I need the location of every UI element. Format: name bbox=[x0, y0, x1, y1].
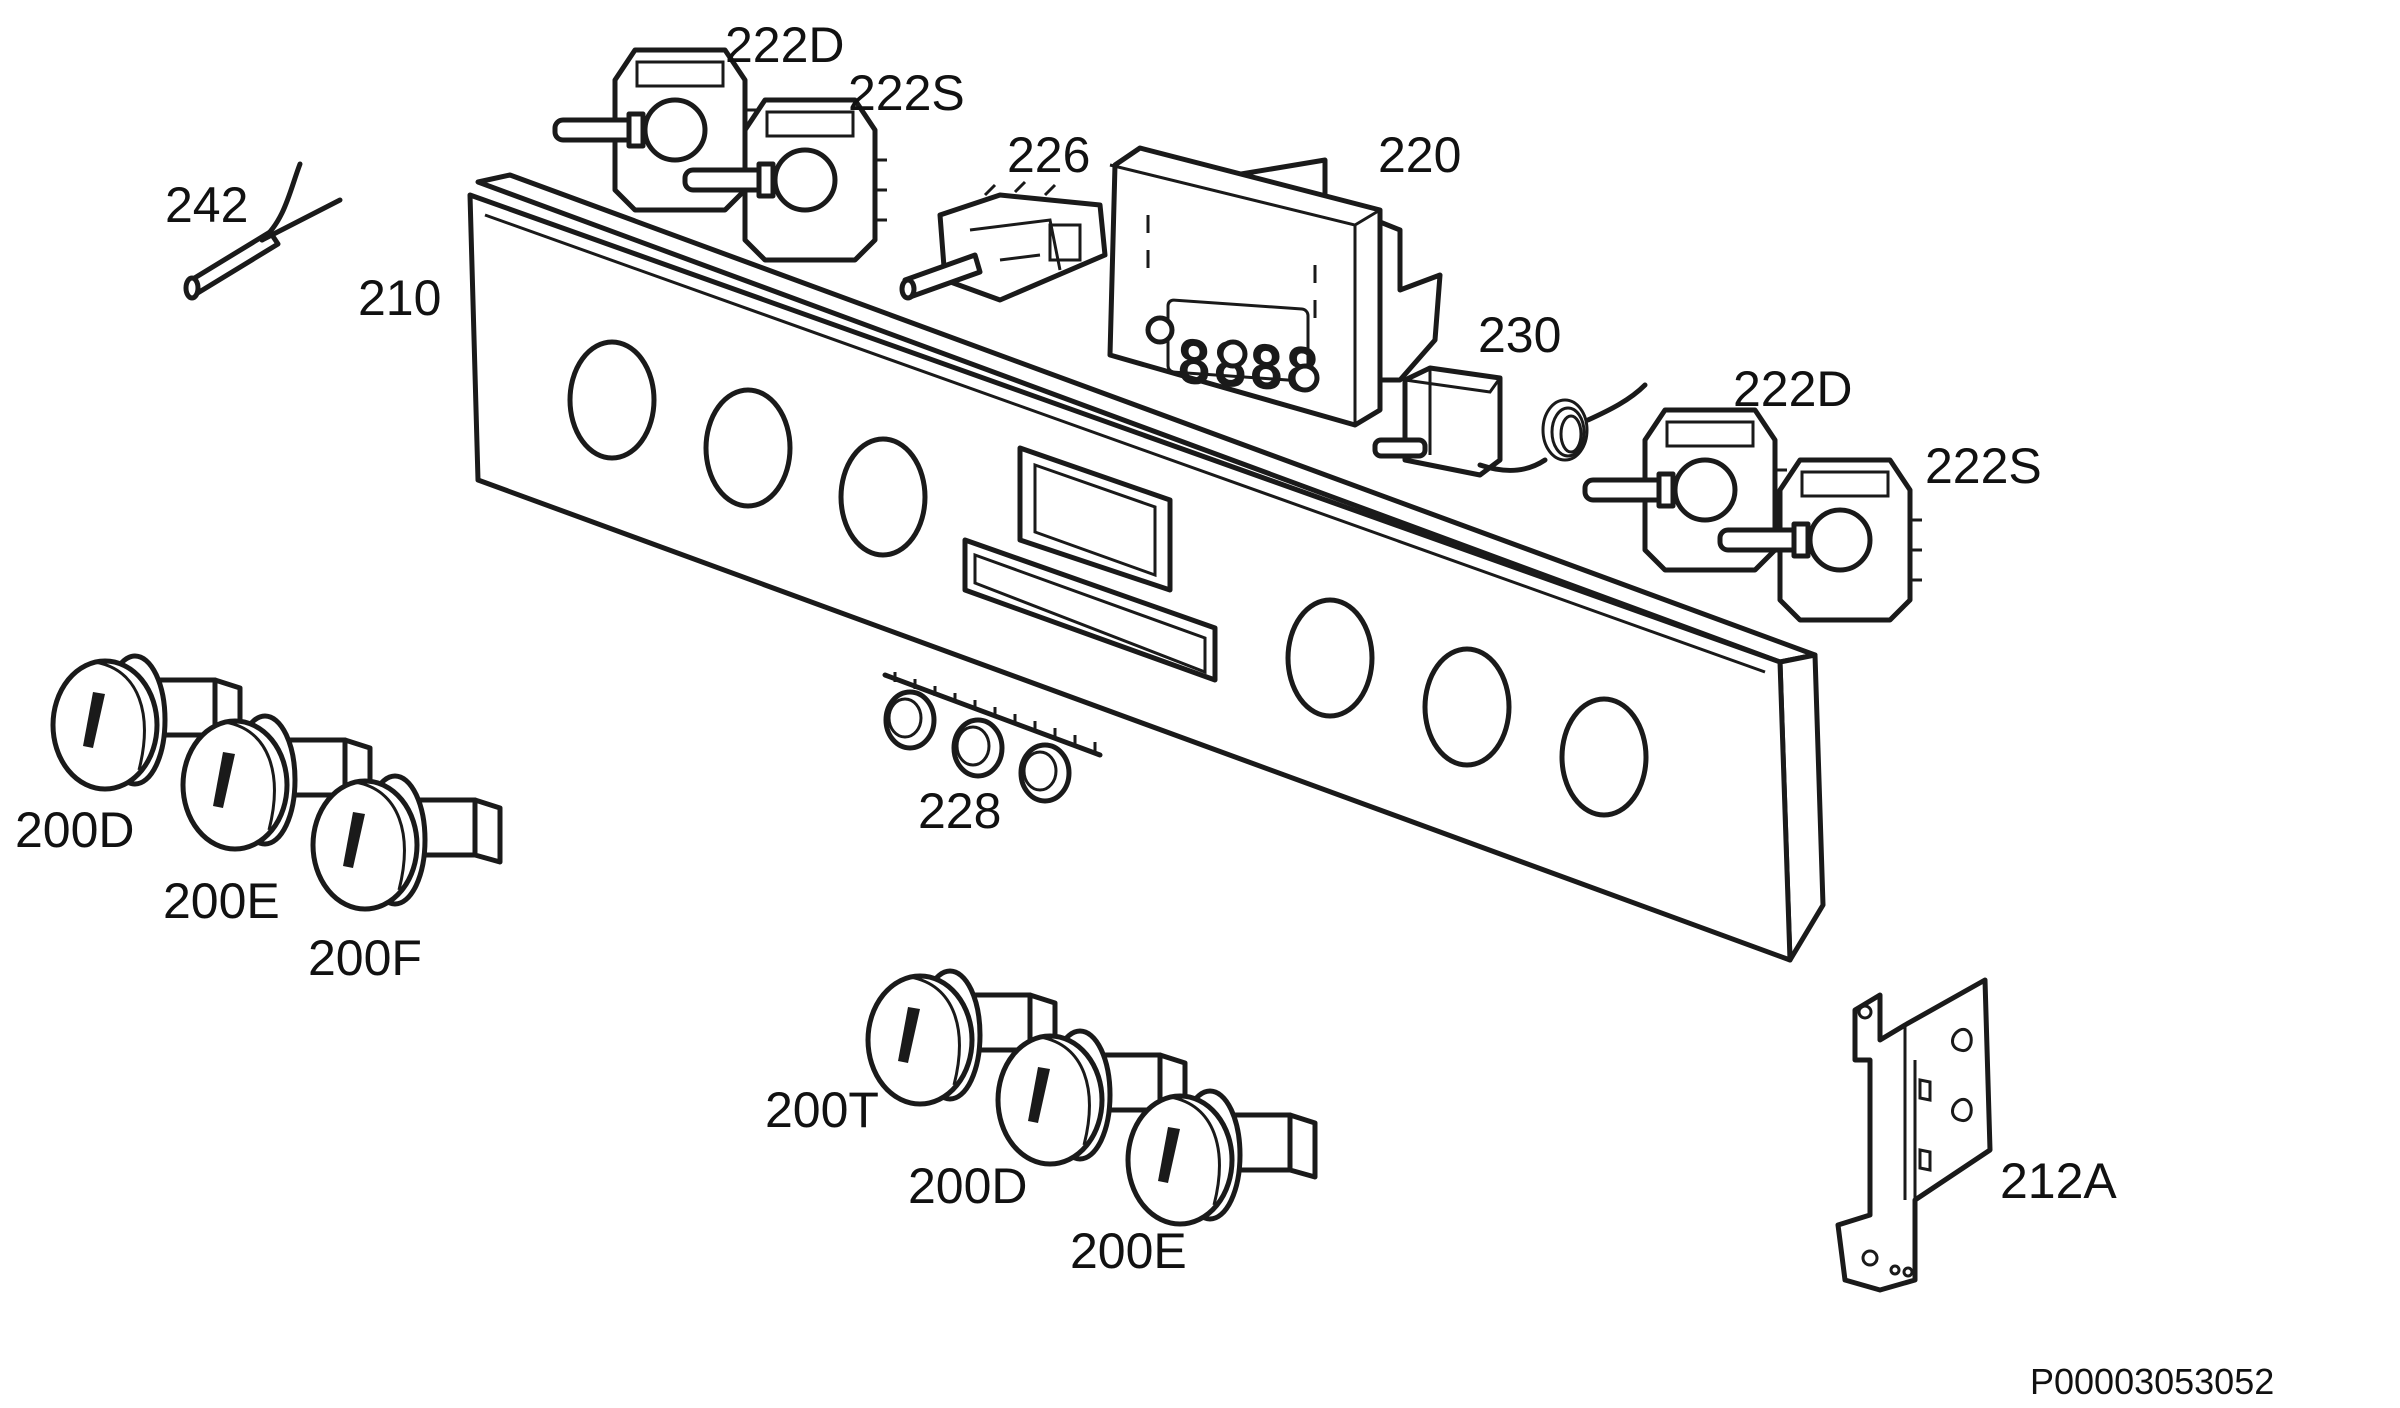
label-222s-top: 222S bbox=[848, 65, 965, 121]
push-buttons-228 bbox=[882, 672, 1103, 804]
sensor-242 bbox=[183, 161, 343, 301]
label-226: 226 bbox=[1007, 127, 1090, 183]
label-230: 230 bbox=[1478, 307, 1561, 363]
label-212a: 212A bbox=[2000, 1153, 2117, 1209]
label-200d-bottom: 200D bbox=[908, 1158, 1028, 1214]
label-242: 242 bbox=[165, 177, 248, 233]
label-200d-left: 200D bbox=[15, 802, 135, 858]
label-200e-bottom: 200E bbox=[1070, 1223, 1187, 1279]
label-200e-left: 200E bbox=[163, 873, 280, 929]
label-220: 220 bbox=[1378, 127, 1461, 183]
control-panel-210 bbox=[467, 172, 1826, 963]
label-222d-top: 222D bbox=[725, 17, 845, 73]
label-222d-right: 222D bbox=[1733, 361, 1853, 417]
label-200t: 200T bbox=[765, 1082, 879, 1138]
label-210: 210 bbox=[358, 270, 441, 326]
knob-200f bbox=[313, 776, 500, 909]
knob-200e-bottom bbox=[1128, 1091, 1315, 1224]
reference-code: P00003053052 bbox=[2030, 1361, 2274, 1402]
label-228: 228 bbox=[918, 783, 1001, 839]
timer-module-220: 8888 bbox=[1107, 145, 1443, 428]
label-222s-right: 222S bbox=[1925, 438, 2042, 494]
selector-switch-226 bbox=[899, 180, 1108, 303]
thermostat-230 bbox=[1372, 365, 1648, 478]
label-200f: 200F bbox=[308, 930, 422, 986]
bracket-212a bbox=[1835, 977, 1993, 1293]
